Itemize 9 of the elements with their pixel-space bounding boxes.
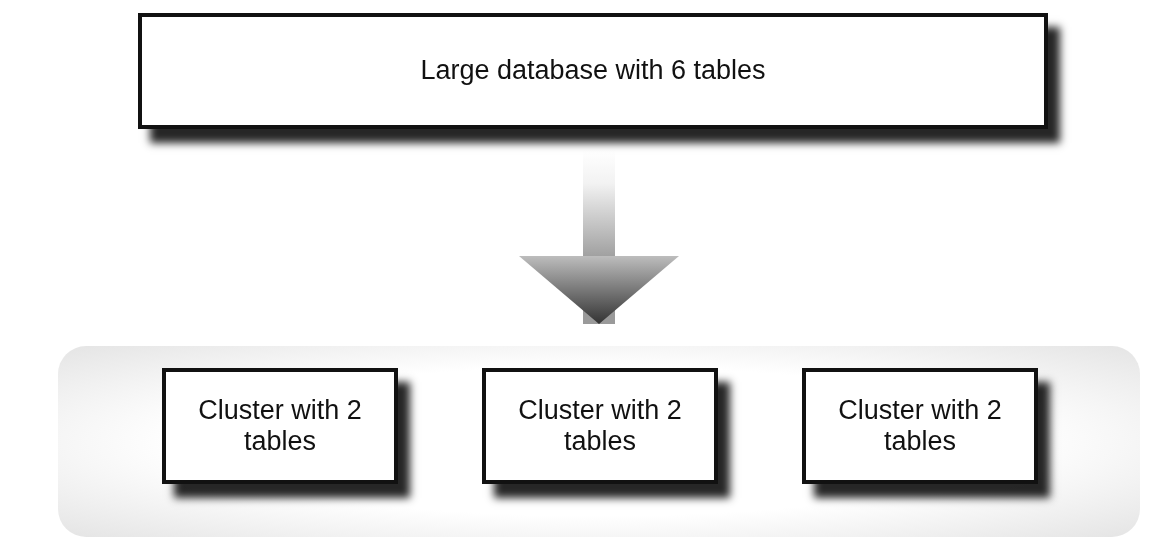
cluster-band bbox=[58, 346, 1140, 537]
cluster-box bbox=[482, 368, 718, 484]
node-label: Cluster with 2 tables bbox=[517, 394, 683, 458]
cluster-box bbox=[802, 368, 1038, 484]
node-label: Cluster with 2 tables bbox=[197, 394, 363, 458]
cluster-box bbox=[162, 368, 398, 484]
node-label: Large database with 6 tables bbox=[420, 55, 766, 87]
database-box bbox=[138, 13, 1048, 129]
node-label: Cluster with 2 tables bbox=[837, 394, 1003, 458]
